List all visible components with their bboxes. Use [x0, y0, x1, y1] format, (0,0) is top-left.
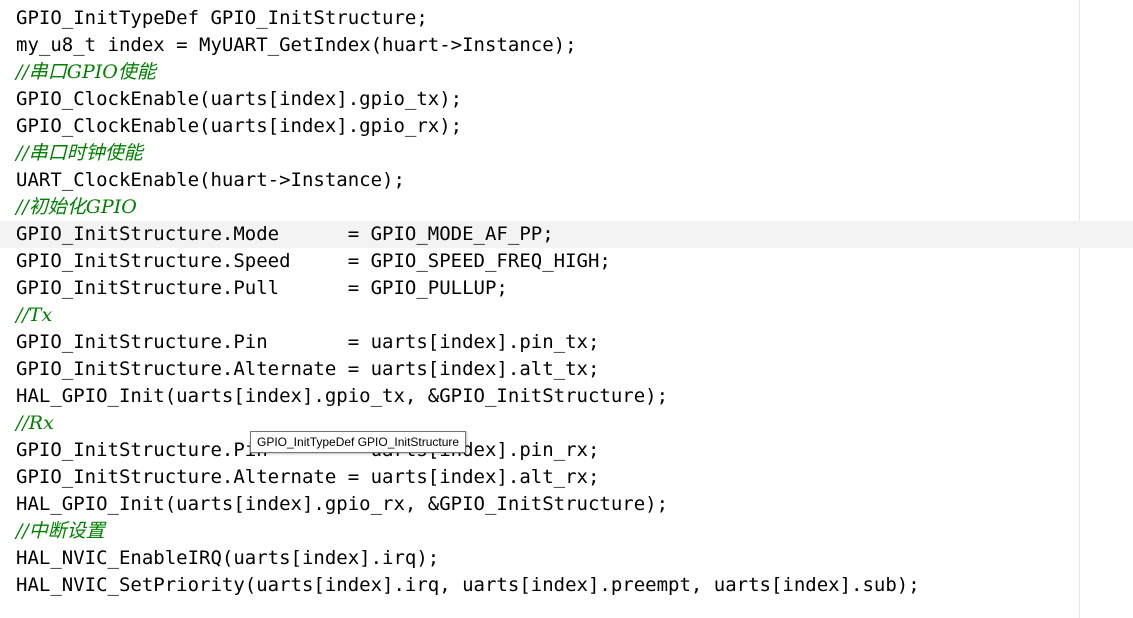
code-line[interactable]: GPIO_ClockEnable(uarts[index].gpio_rx);: [16, 115, 463, 137]
comment-line[interactable]: //Rx: [16, 412, 54, 434]
code-lines[interactable]: GPIO_InitTypeDef GPIO_InitStructure; my_u…: [0, 5, 1133, 599]
code-line[interactable]: GPIO_InitStructure.Alternate = uarts[ind…: [16, 466, 600, 488]
code-line[interactable]: my_u8_t index = MyUART_GetIndex(huart->I…: [16, 34, 577, 56]
right-margin-guide: [1079, 0, 1080, 618]
code-line[interactable]: GPIO_InitStructure.Pin = uarts[index].pi…: [16, 331, 600, 353]
comment-line[interactable]: //串口时钟使能: [16, 142, 143, 164]
code-line[interactable]: GPIO_ClockEnable(uarts[index].gpio_tx);: [16, 88, 463, 110]
hover-tooltip: GPIO_InitTypeDef GPIO_InitStructure: [250, 431, 467, 453]
comment-line[interactable]: //中断设置: [16, 520, 105, 542]
code-line[interactable]: GPIO_InitStructure.Pull = GPIO_PULLUP;: [16, 277, 508, 299]
code-line[interactable]: GPIO_InitStructure.Speed = GPIO_SPEED_FR…: [16, 250, 611, 272]
code-line[interactable]: HAL_NVIC_EnableIRQ(uarts[index].irq);: [16, 547, 440, 569]
comment-line[interactable]: //初始化GPIO: [16, 196, 137, 218]
code-line[interactable]: UART_ClockEnable(huart->Instance);: [16, 169, 405, 191]
code-line[interactable]: HAL_GPIO_Init(uarts[index].gpio_tx, &GPI…: [16, 385, 669, 407]
code-line[interactable]: GPIO_InitStructure.Mode = GPIO_MODE_AF_P…: [0, 221, 1133, 248]
comment-line[interactable]: //Tx: [16, 304, 53, 326]
code-line[interactable]: GPIO_InitStructure.Pin = uarts[index].pi…: [16, 439, 600, 461]
code-line[interactable]: GPIO_InitTypeDef GPIO_InitStructure;: [16, 7, 428, 29]
code-line[interactable]: GPIO_InitStructure.Alternate = uarts[ind…: [16, 358, 600, 380]
comment-line[interactable]: //串口GPIO使能: [16, 61, 156, 83]
code-line[interactable]: HAL_GPIO_Init(uarts[index].gpio_rx, &GPI…: [16, 493, 669, 515]
code-line[interactable]: HAL_NVIC_SetPriority(uarts[index].irq, u…: [16, 574, 920, 596]
